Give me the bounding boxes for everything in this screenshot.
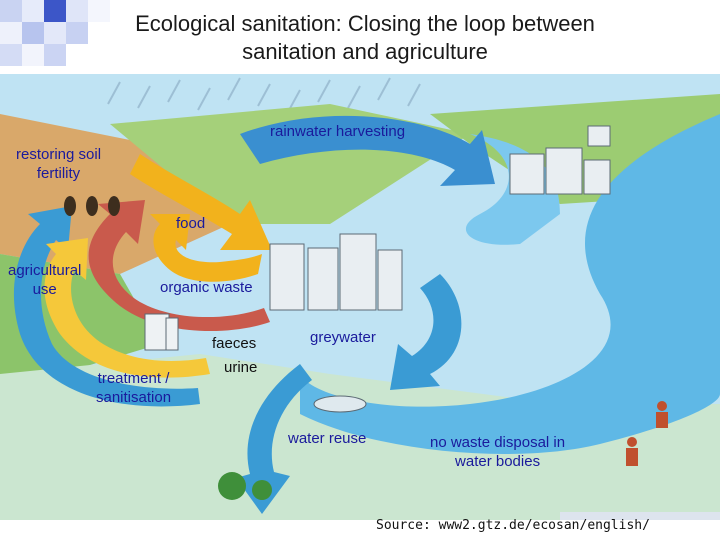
treatment-tank	[144, 313, 179, 351]
label-rainwater-harvesting: rainwater harvesting	[270, 123, 406, 140]
rainwater-arrow	[240, 115, 495, 186]
rain-streaks	[107, 77, 421, 113]
label-food: food	[176, 215, 206, 232]
title-line-1: Ecological sanitation: Closing the loop …	[135, 11, 595, 36]
label-agricultural-use: agricultural use	[8, 261, 81, 299]
organic-waste-arrow	[150, 214, 262, 282]
label-treatment-line-1: treatment /	[97, 370, 170, 387]
label-no-waste-line-1: no waste disposal in	[430, 434, 566, 451]
river	[300, 114, 720, 454]
label-greywater: greywater	[310, 329, 376, 346]
label-agricultural-line-2: use	[32, 281, 57, 298]
slide-title: Ecological sanitation: Closing the loop …	[100, 10, 630, 66]
label-restoring-soil-fertility: restoring soil fertility	[16, 145, 101, 183]
label-restoring-soil-line-1: restoring soil	[16, 146, 102, 163]
city-buildings	[269, 125, 611, 311]
label-treatment-sanitisation: treatment / sanitisation	[96, 369, 171, 407]
label-water-reuse: water reuse	[288, 430, 367, 447]
label-treatment-line-2: sanitisation	[96, 389, 172, 406]
faeces-arrow	[88, 200, 270, 332]
people	[626, 401, 668, 466]
food-arrow	[130, 154, 272, 250]
source-credit: Source: www2.gtz.de/ecosan/english/	[376, 518, 650, 533]
water-cycle-arrow	[13, 206, 200, 407]
title-bar: Ecological sanitation: Closing the loop …	[0, 0, 720, 74]
urine-arrow	[44, 238, 210, 378]
title-decoration	[0, 0, 110, 66]
label-no-waste-line-2: water bodies	[455, 453, 541, 470]
trees	[218, 472, 272, 500]
label-organic-waste: organic waste	[160, 279, 253, 296]
reuse-arrow	[236, 364, 312, 514]
title-line-2: sanitation and agriculture	[242, 39, 488, 64]
ecosan-cycle-illustration	[0, 74, 720, 520]
water-reuse-basin	[313, 395, 367, 413]
label-no-waste-disposal: no waste disposal in water bodies	[430, 433, 565, 471]
wheat	[64, 196, 120, 216]
label-urine: urine	[224, 359, 258, 376]
label-agricultural-line-1: agricultural	[8, 262, 82, 279]
footer-strip	[560, 512, 720, 520]
label-faeces: faeces	[212, 335, 257, 352]
greywater-arrow	[390, 274, 462, 390]
label-restoring-soil-line-2: fertility	[36, 165, 81, 182]
